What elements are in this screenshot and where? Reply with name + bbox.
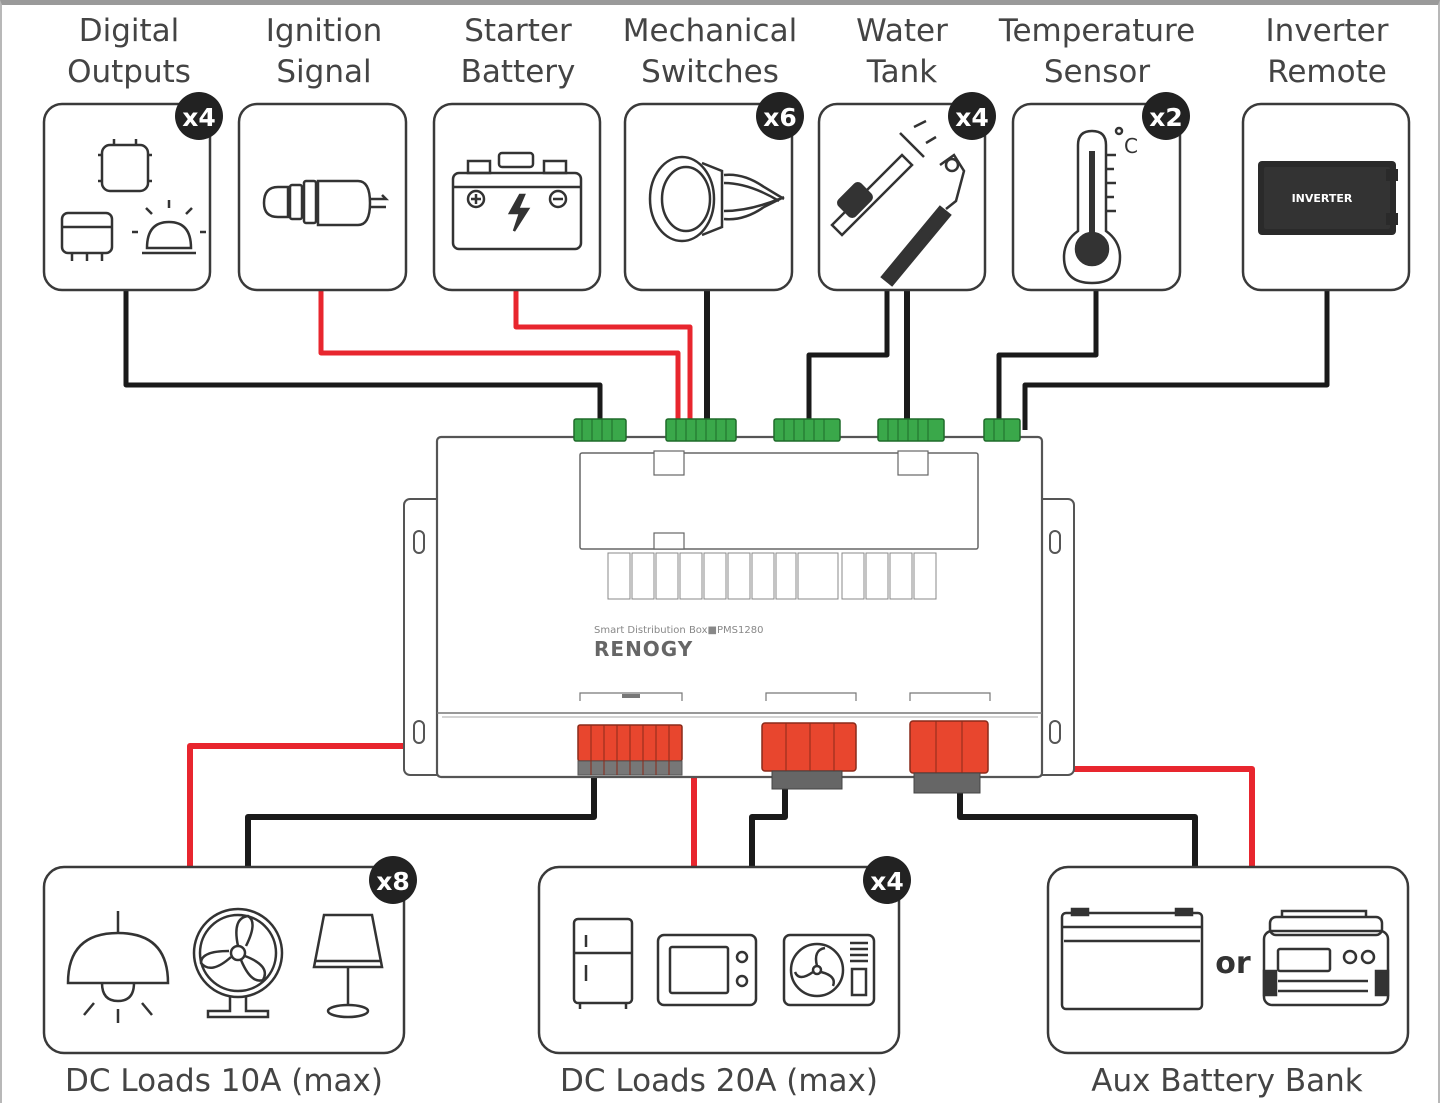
box-ignition-signal: [237, 102, 408, 292]
table-lamp-icon: [312, 913, 384, 1019]
input-terminals: [573, 418, 1021, 442]
water-level-sensor-icon: [830, 119, 966, 287]
svg-text:Ignition: Ignition: [266, 13, 382, 49]
svg-text:Outputs: Outputs: [67, 54, 191, 90]
svg-text:x2: x2: [1149, 103, 1183, 132]
input-label-ignition-signal: Ignition Signal: [266, 13, 382, 90]
fan-icon: [192, 907, 284, 1019]
wire-10a-negative: [245, 770, 597, 867]
svg-text:x4: x4: [182, 103, 216, 132]
output-badges: x8 x4: [369, 856, 911, 904]
input-badges: x4 x6 x4 x2: [175, 92, 1190, 140]
battery-icon: [1060, 907, 1204, 1011]
svg-text:Digital: Digital: [79, 13, 180, 49]
portable-power-station-icon: [1262, 909, 1390, 1007]
badge-mechanical-switches: x6: [756, 92, 804, 140]
svg-text:x6: x6: [763, 103, 797, 132]
svg-text:x4: x4: [955, 103, 989, 132]
output-terminals: [577, 720, 989, 794]
wire-20a-negative: [749, 787, 788, 867]
terminal-block-1: [573, 418, 627, 442]
wiring-diagram: Digital Outputs Ignition Signal Starter …: [42, 13, 1411, 1099]
svg-text:RENOGY: RENOGY: [594, 637, 693, 661]
input-label-digital-outputs: Digital Outputs: [67, 13, 191, 90]
output-label-dc-loads-10a: DC Loads 10A (max): [65, 1063, 383, 1099]
terminal-block-2: [665, 418, 737, 442]
box-digital-outputs: [42, 102, 212, 292]
input-boxes: [42, 102, 1411, 292]
box-mechanical-switches: [623, 102, 794, 292]
terminal-block-4: [877, 418, 945, 442]
wire-water-tank-1: [806, 290, 890, 423]
svg-text:Remote: Remote: [1267, 54, 1387, 90]
relay-icon: [60, 139, 206, 261]
output-terminal-20a: [761, 722, 857, 790]
output-terminal-10a: [577, 724, 683, 776]
input-label-inverter-remote: Inverter Remote: [1266, 13, 1389, 90]
air-conditioner-icon: [782, 933, 876, 1007]
ceiling-lamp-icon: [66, 911, 170, 1023]
inverter-icon: INVERTER: [1258, 161, 1398, 235]
box-dc-loads-10a: [42, 865, 406, 1055]
wire-temperature: [996, 290, 1099, 423]
terminal-block-5: [983, 418, 1021, 442]
box-dc-loads-20a: [537, 865, 901, 1055]
or-text: or: [1215, 946, 1251, 981]
microwave-icon: [656, 933, 758, 1007]
svg-text:Mechanical: Mechanical: [623, 13, 797, 49]
input-label-temperature-sensor: Temperature Sensor: [998, 13, 1195, 90]
input-label-starter-battery: Starter Battery: [461, 13, 576, 90]
smart-distribution-box: Smart Distribution Box■PMS1280 RENOGY: [403, 435, 1075, 779]
input-label-water-tank: Water Tank: [856, 13, 948, 90]
badge-digital-outputs: x4: [175, 92, 223, 140]
svg-text:Smart Distribution Box■PMS1280: Smart Distribution Box■PMS1280: [594, 625, 763, 636]
wire-ignition: [318, 290, 681, 423]
badge-temperature-sensor: x2: [1142, 92, 1190, 140]
svg-text:x4: x4: [870, 867, 904, 896]
svg-text:Battery: Battery: [461, 54, 576, 90]
svg-text:Switches: Switches: [641, 54, 779, 90]
svg-text:Temperature: Temperature: [998, 13, 1195, 49]
svg-text:x8: x8: [376, 867, 410, 896]
push-button-switch-icon: [648, 155, 785, 243]
wire-starter-battery: [513, 290, 693, 423]
box-temperature-sensor: [1011, 102, 1182, 292]
badge-dc-loads-20a: x4: [863, 856, 911, 904]
input-label-mechanical-switches: Mechanical Switches: [623, 13, 797, 90]
thermometer-icon: C: [1062, 126, 1138, 285]
wire-aux-negative: [957, 791, 1198, 867]
output-boxes: [42, 865, 1410, 1055]
output-label-aux-battery-bank: Aux Battery Bank: [1091, 1063, 1363, 1099]
refrigerator-icon: [572, 917, 634, 1009]
svg-text:C: C: [1124, 134, 1138, 158]
svg-text:Tank: Tank: [866, 54, 937, 90]
svg-text:INVERTER: INVERTER: [1292, 192, 1353, 205]
svg-text:Starter: Starter: [464, 13, 572, 49]
output-terminal-aux: [909, 720, 989, 794]
badge-dc-loads-10a: x8: [369, 856, 417, 904]
badge-water-tank: x4: [948, 92, 996, 140]
terminal-block-3: [773, 418, 841, 442]
car-battery-icon: [451, 151, 583, 251]
output-label-dc-loads-20a: DC Loads 20A (max): [560, 1063, 878, 1099]
fuse-row: [607, 552, 937, 600]
box-water-tank: [817, 102, 987, 292]
svg-text:Sensor: Sensor: [1044, 54, 1151, 90]
ignition-key-icon: [262, 179, 390, 227]
box-starter-battery: [432, 102, 602, 292]
wire-digital-outputs: [123, 290, 603, 423]
svg-text:Water: Water: [856, 13, 948, 49]
svg-text:Inverter: Inverter: [1266, 13, 1389, 49]
svg-text:Signal: Signal: [276, 54, 371, 90]
wire-inverter-remote: [1022, 290, 1330, 430]
